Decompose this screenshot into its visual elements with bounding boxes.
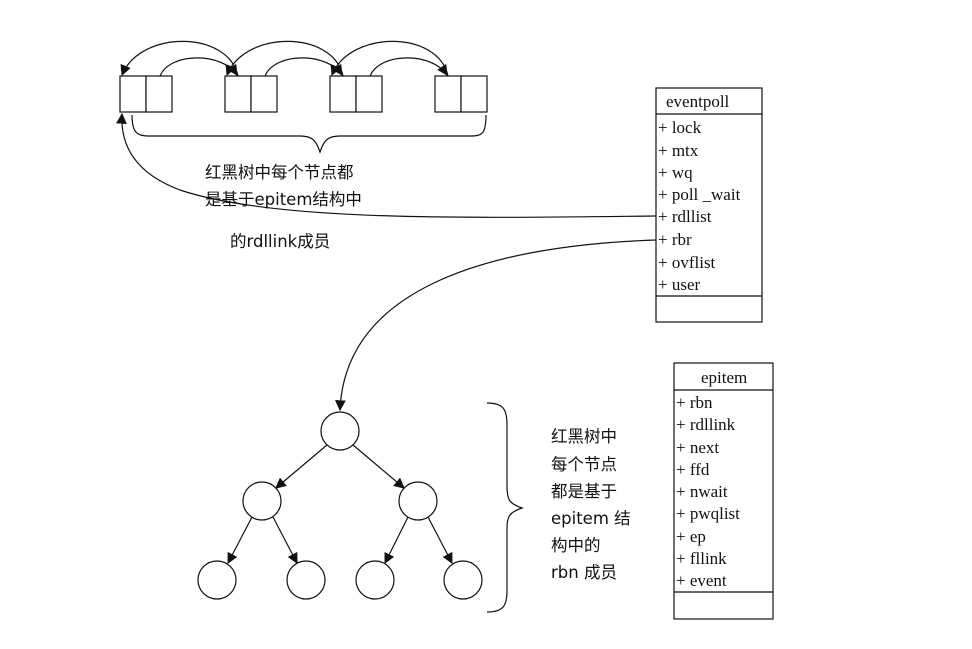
- epitem-field-ep: + ep: [676, 527, 706, 546]
- tree-note: 红黑树中 每个节点 都是基于 epitem 结 构中的 rbn 成员: [551, 427, 631, 582]
- tree-leaf-2: [286, 560, 326, 600]
- eventpoll-field-lock: + lock: [658, 118, 702, 137]
- eventpoll-field-ovflist: + ovflist: [658, 253, 716, 272]
- list-note-line-2: 是基于epitem结构中: [205, 190, 362, 209]
- epitem-field-rdllink: + rdllink: [676, 415, 736, 434]
- epitem-title: epitem: [701, 368, 747, 387]
- eventpoll-box: eventpoll + lock + mtx + wq + poll _wait…: [655, 87, 763, 323]
- tree-note-line-5: 构中的: [551, 536, 601, 555]
- tree-note-line-3: 都是基于: [551, 482, 617, 501]
- eventpoll-field-poll-wait: + poll _wait: [658, 185, 741, 204]
- list-node-4: [434, 75, 488, 113]
- prev-arrow-2: [225, 40, 344, 77]
- eventpoll-field-mtx: + mtx: [658, 141, 699, 160]
- prev-arrow-3: [330, 40, 449, 77]
- list-note-line-1: 红黑树中每个节点都: [205, 163, 354, 182]
- list-node-1: [119, 75, 173, 113]
- epitem-field-rbn: + rbn: [676, 393, 713, 412]
- tree-leaf-1: [197, 560, 237, 600]
- epitem-field-pwqlist: + pwqlist: [676, 504, 740, 523]
- tree-brace: [486, 402, 524, 613]
- tree-leaf-4: [443, 560, 483, 600]
- tree-right-node: [398, 481, 438, 521]
- tree-edge-right-leaf3: [384, 516, 409, 564]
- epitem-field-fllink: + fllink: [676, 549, 727, 568]
- next-arrow-1: [159, 57, 238, 77]
- rbr-arrow: [335, 239, 657, 412]
- epitem-field-nwait: + nwait: [676, 482, 728, 501]
- eventpoll-title: eventpoll: [666, 92, 730, 111]
- tree-note-line-1: 红黑树中: [551, 427, 617, 446]
- list-node-2: [224, 75, 278, 113]
- epitem-box: epitem + rbn + rdllink + next + ffd + nw…: [673, 362, 774, 620]
- ready-list: [119, 40, 488, 154]
- next-arrow-3: [369, 57, 448, 77]
- list-brace: [131, 114, 487, 154]
- eventpoll-field-rdllist: + rdllist: [658, 207, 712, 226]
- tree-edge-left-leaf1: [227, 516, 253, 564]
- tree-note-line-4: epitem 结: [551, 509, 631, 528]
- tree-edge-left-leaf2: [272, 516, 298, 564]
- eventpoll-field-rbr: + rbr: [658, 230, 692, 249]
- rdllist-arrow: [116, 112, 657, 218]
- eventpoll-field-user: + user: [658, 275, 700, 294]
- next-arrow-2: [264, 57, 343, 77]
- epitem-field-ffd: + ffd: [676, 460, 710, 479]
- tree-edge-right-leaf4: [427, 516, 453, 564]
- tree-left-node: [242, 481, 282, 521]
- rb-tree: [197, 402, 524, 613]
- tree-leaf-3: [355, 560, 395, 600]
- tree-note-line-2: 每个节点: [551, 455, 617, 474]
- prev-arrow-1: [120, 40, 239, 77]
- tree-edge-root-right: [352, 444, 405, 489]
- eventpoll-field-wq: + wq: [658, 163, 693, 182]
- tree-edge-root-left: [275, 444, 328, 489]
- epitem-field-next: + next: [676, 438, 719, 457]
- list-node-3: [329, 75, 383, 113]
- tree-root-node: [320, 411, 360, 451]
- tree-note-line-6: rbn 成员: [551, 563, 617, 582]
- list-note-line-3: 的rdllink成员: [230, 232, 330, 251]
- epitem-field-event: + event: [676, 571, 727, 590]
- list-note: 红黑树中每个节点都 是基于epitem结构中 的rdllink成员: [205, 163, 362, 251]
